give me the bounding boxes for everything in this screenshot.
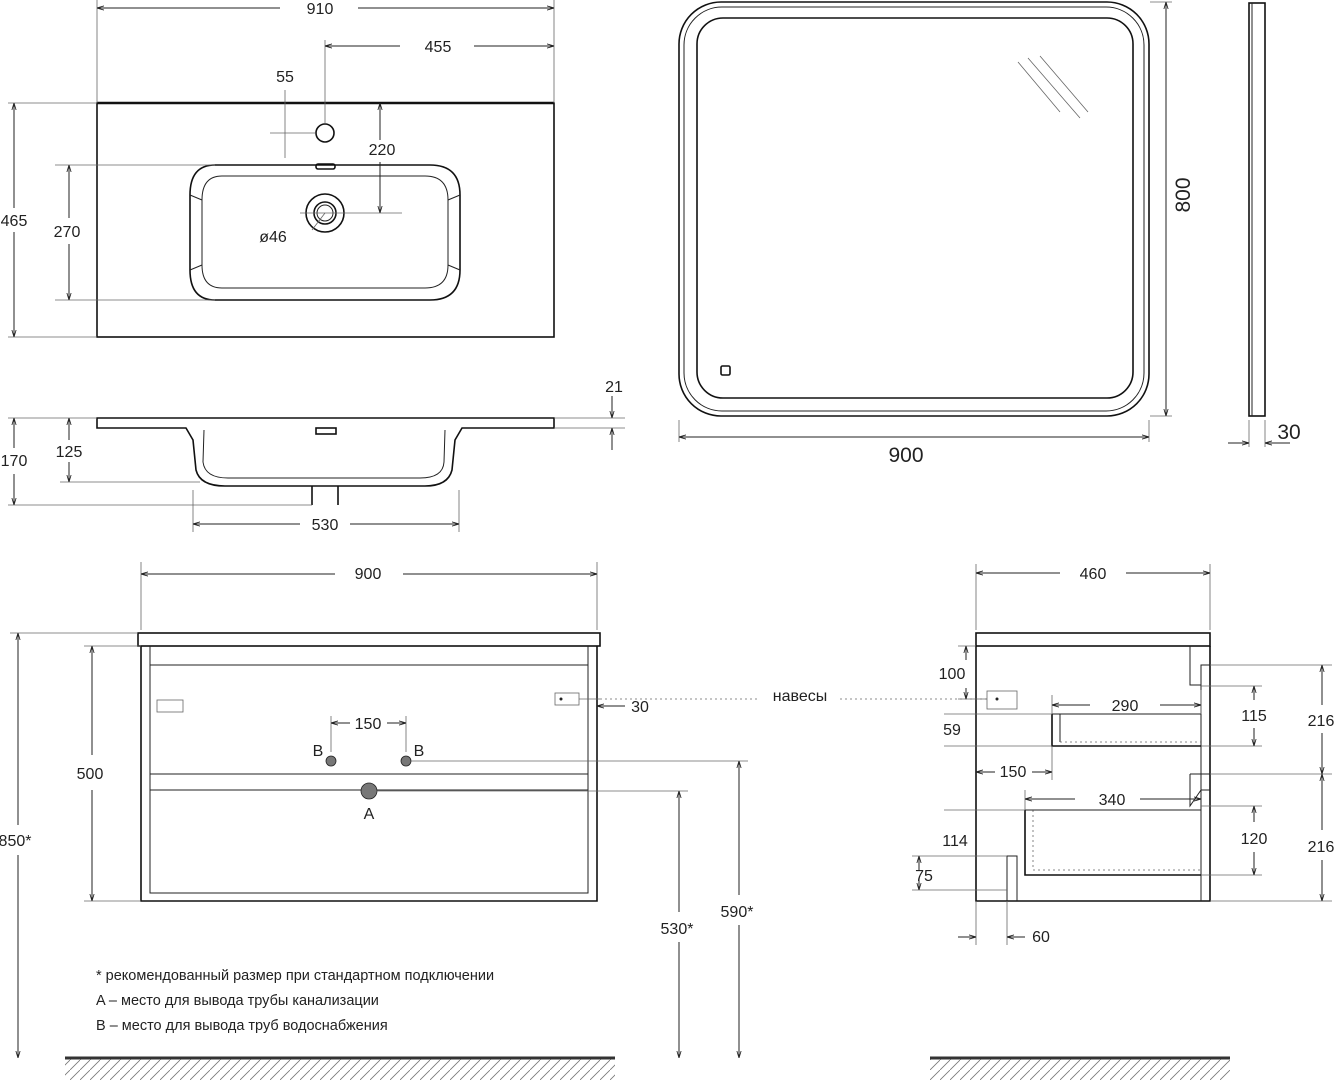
dim-cabinet-depth: 460 [1080,566,1107,583]
mirror-front-view: 900 800 [678,1,1195,467]
dim-drain-height: 530* [661,921,694,938]
dim-drawer2-front: 216 [1308,839,1334,856]
dim-drain-offset: 220 [369,142,396,159]
countertop [137,632,601,647]
dim-drawer1-inner-height: 115 [1241,708,1267,725]
dim-top-to-hanger: 100 [939,666,966,683]
mirror-side-view: 30 [1228,2,1301,447]
dim-sink-total-height: 170 [1,453,28,470]
dim-drawer1-height: 59 [943,722,961,739]
dim-cabinet-width: 900 [355,566,382,583]
note-recommended: * рекомендованный размер при стандартном… [96,968,494,984]
water-pipe-b-right [400,755,412,767]
dim-rim-thickness: 21 [605,379,623,396]
dim-drawer1-offset: 150 [1000,764,1027,781]
sink-top-view: 910 455 55 220 465 270 ø46 [1,0,555,338]
dim-sink-width: 910 [307,1,334,18]
water-pipe-b-left [325,755,337,767]
dim-plinth-offset: 60 [1032,929,1050,946]
touch-sensor-icon [720,365,731,376]
dim-mirror-depth: 30 [1277,421,1300,444]
dim-total-height: 850* [0,833,31,850]
dim-drawer2-gap: 114 [942,833,968,850]
label-pipe-b-left: B [313,743,324,760]
overflow-slot [315,163,336,170]
notes: * рекомендованный размер при стандартном… [96,968,494,1034]
dim-drain-diameter: ø46 [259,229,287,246]
hanger-right [554,692,580,706]
label-pipe-b-right: B [414,743,425,760]
note-pipe-a: A – место для вывода трубы канализации [96,993,379,1009]
floor-right [930,1056,1230,1080]
dim-drawer1-front: 216 [1308,713,1334,730]
dim-mirror-width: 900 [888,444,923,467]
cabinet-front-view: 900 500 850* 30 150 B B A 530* [0,562,753,1058]
dim-basin-height: 125 [56,444,83,461]
dim-mirror-height: 800 [1172,177,1195,212]
dim-basin-depth: 270 [54,224,81,241]
drain-pipe-a [360,782,378,800]
hanger-left [156,699,184,713]
hanger-side [986,690,1018,710]
dim-plinth-height: 75 [915,868,933,885]
tap-hole [315,123,335,143]
cabinet-side-view: 460 100 290 115 216 59 150 [912,564,1334,946]
sink-side-view: 21 170 125 530 [1,379,625,534]
dim-basin-width: 530 [312,517,339,534]
floor-left [65,1056,615,1080]
label-pipe-a: A [364,806,375,823]
dim-pipe-spacing: 150 [355,716,382,733]
dim-water-height: 590* [721,904,754,921]
dim-sink-depth: 465 [1,213,28,230]
dim-drawer2-inner-height: 120 [1241,831,1268,848]
dim-cabinet-body-height: 500 [77,766,104,783]
dim-drawer2-width: 340 [1099,792,1126,809]
dim-tap-offset: 55 [276,69,294,86]
dim-sink-half-width: 455 [425,39,452,56]
dim-drawer1-width: 290 [1112,698,1139,715]
dim-hanger-offset: 30 [631,699,649,716]
label-hangers: навесы [773,688,827,705]
note-pipe-b: B – место для вывода труб водоснабжения [96,1018,388,1034]
